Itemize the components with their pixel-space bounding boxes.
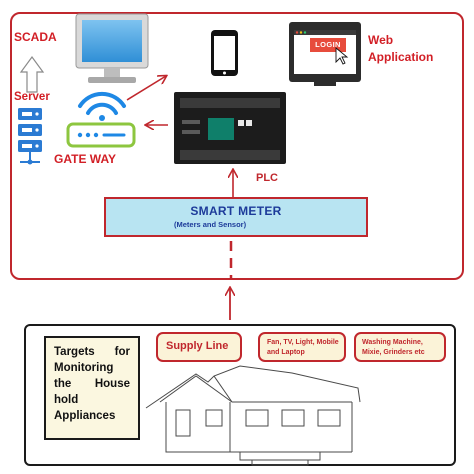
web-app-label-line1: Web: [368, 33, 394, 47]
plc-label: PLC: [256, 172, 278, 184]
supply-line-box: Supply Line: [156, 332, 242, 362]
smart-meter-box: SMART METER (Meters and Sensor): [104, 197, 368, 237]
server-rack-icon: [18, 108, 42, 165]
household-frame: [24, 324, 456, 466]
smartphone-icon: [211, 30, 238, 76]
login-label: LOGIN: [315, 40, 341, 49]
house-icon: [145, 365, 361, 466]
targets-box: Targets for Monitoring the House hold Ap…: [44, 336, 140, 440]
scada-label: SCADA: [14, 30, 57, 44]
monitor-icon: [75, 13, 149, 83]
appliances-box-2: Washing Machine, Mixie, Grinders etc: [354, 332, 446, 362]
wifi-router-icon: [66, 91, 136, 148]
server-label: Server: [14, 91, 50, 103]
appliances-box-1: Fan, TV, Light, Mobile and Laptop: [258, 332, 346, 362]
smart-meter-subtitle: (Meters and Sensor): [174, 220, 247, 229]
gateway-label: GATE WAY: [54, 152, 117, 166]
web-app-label-line2: Application: [368, 50, 434, 64]
up-arrow-icon: [19, 55, 45, 93]
plc-device-icon: [174, 92, 286, 164]
connection-arrows: [126, 76, 233, 320]
system-frame: [10, 12, 464, 280]
smart-meter-title: SMART METER: [190, 204, 282, 218]
web-browser-icon: [289, 22, 361, 86]
